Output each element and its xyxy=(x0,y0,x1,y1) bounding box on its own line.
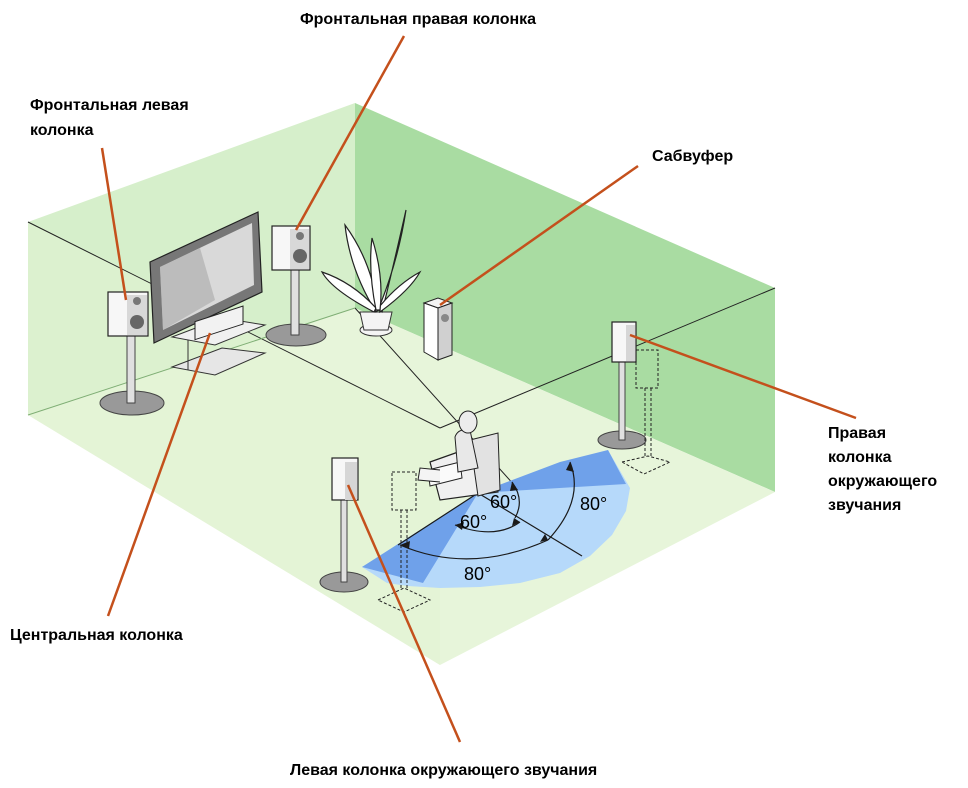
label-subwoofer: Сабвуфер xyxy=(652,148,733,165)
leader-surround-left xyxy=(346,484,462,743)
surround-right-speaker xyxy=(597,321,672,475)
listening-angle-fan xyxy=(362,450,630,588)
label-surround-right-line4: звучания xyxy=(828,497,901,514)
labels: Фронтальная правая колонка Фронтальная л… xyxy=(10,11,937,779)
leader-center xyxy=(106,332,212,617)
front-right-speaker xyxy=(265,225,327,347)
listener-armchair xyxy=(417,410,501,501)
angle-outer-right: 80° xyxy=(580,494,607,514)
front-left-speaker xyxy=(99,291,165,416)
label-front-left-line1: Фронтальная левая xyxy=(30,97,189,114)
plant xyxy=(320,209,422,337)
leader-front-right xyxy=(294,35,406,231)
leader-surround-right xyxy=(629,333,857,420)
label-center: Центральная колонка xyxy=(10,627,183,644)
label-surround-right-line2: колонка xyxy=(828,449,892,466)
surround-left-speaker xyxy=(319,457,432,613)
label-surround-left: Левая колонка окружающего звучания xyxy=(290,762,597,779)
tv-stand-bottom xyxy=(170,347,267,376)
angle-outer-left: 80° xyxy=(464,564,491,584)
tv-set xyxy=(149,211,267,376)
leader-lines xyxy=(100,35,857,743)
leader-subwoofer xyxy=(439,164,639,307)
subwoofer xyxy=(422,297,454,361)
fan-left-dark xyxy=(362,493,478,583)
label-surround-right-line3: окружающего xyxy=(828,473,937,490)
angle-inner-right: 60° xyxy=(490,492,517,512)
back-wall xyxy=(355,103,775,492)
label-front-right: Фронтальная правая колонка xyxy=(300,11,536,28)
angle-labels: 60° 60° 80° 80° xyxy=(460,492,607,584)
fan-right-dark xyxy=(478,450,626,493)
leader-front-left xyxy=(100,147,128,301)
label-front-left-line2: колонка xyxy=(30,122,94,139)
angle-inner-left: 60° xyxy=(460,512,487,532)
center-speaker xyxy=(194,305,244,341)
label-surround-right-line1: Правая xyxy=(828,425,886,442)
